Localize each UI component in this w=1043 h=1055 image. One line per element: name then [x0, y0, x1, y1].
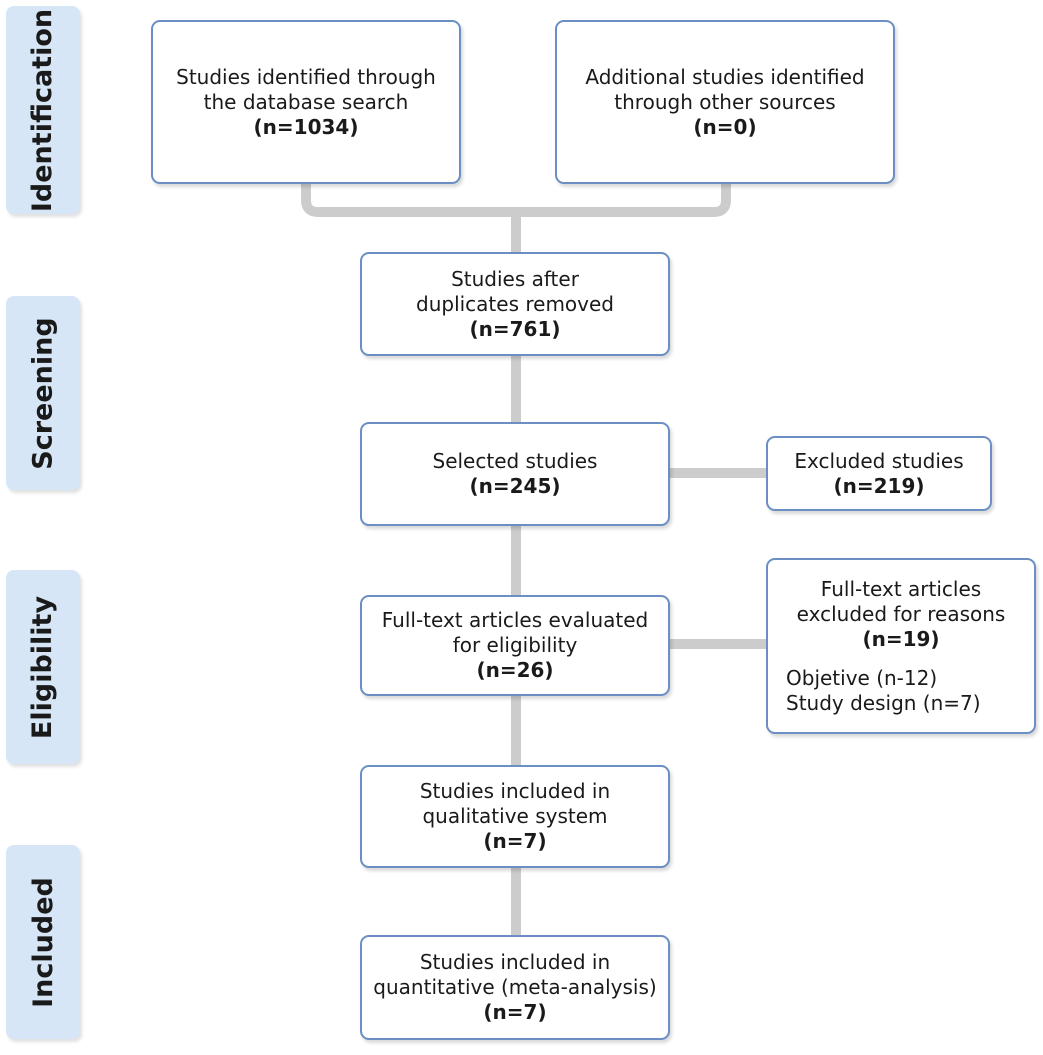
stage-label: Eligibility [27, 595, 59, 739]
box-text: excluded for reasons [796, 601, 1006, 626]
box-count: (n=0) [693, 114, 757, 139]
box-text: Additional studies identified [585, 64, 865, 89]
exclusion-reason: Objetive (n-12) [786, 665, 938, 690]
box-text: qualitative system [422, 804, 608, 828]
box-text: Studies included in [419, 779, 611, 803]
box-count: (n=26) [476, 658, 554, 682]
stage-identification: Identification [6, 6, 80, 214]
merge-connector [301, 180, 731, 217]
box-text: Excluded studies [794, 448, 964, 473]
stage-label: Included [27, 876, 59, 1008]
box-count: (n=7) [483, 829, 547, 853]
box-count: (n=219) [833, 473, 925, 498]
box-other-sources: Additional studies identified through ot… [555, 20, 895, 184]
stage-screening: Screening [6, 296, 80, 490]
stage-label: Screening [27, 316, 59, 470]
box-text: Full-text articles evaluated [381, 608, 649, 632]
box-text: quantitative (meta-analysis) [373, 975, 657, 999]
box-text: Studies included in [419, 950, 611, 974]
box-text: Full-text articles [820, 576, 982, 601]
box-count: (n=7) [483, 1000, 547, 1024]
box-text: duplicates removed [416, 291, 614, 316]
box-after-duplicates: Studies after duplicates removed (n=761) [360, 252, 670, 356]
box-qualitative: Studies included in qualitative system (… [360, 765, 670, 868]
exclusion-reason: Study design (n=7) [786, 690, 981, 715]
box-database-search: Studies identified through the database … [151, 20, 461, 184]
box-text: Selected studies [432, 449, 598, 473]
box-full-text: Full-text articles evaluated for eligibi… [360, 595, 670, 696]
box-text: Studies identified through [176, 64, 436, 89]
box-count: (n=245) [469, 474, 561, 498]
box-text: for eligibility [452, 633, 578, 657]
box-full-text-excluded: Full-text articles excluded for reasons … [766, 558, 1036, 734]
box-text: the database search [203, 89, 409, 114]
stage-included: Included [6, 845, 80, 1039]
box-quantitative: Studies included in quantitative (meta-a… [360, 935, 670, 1040]
box-text: Studies after [451, 266, 579, 291]
box-excluded-studies: Excluded studies (n=219) [766, 436, 992, 511]
box-count: (n=19) [862, 626, 940, 651]
box-selected-studies: Selected studies (n=245) [360, 422, 670, 526]
box-count: (n=1034) [253, 114, 359, 139]
box-text: through other sources [614, 89, 836, 114]
exclusion-reasons: Objetive (n-12) Study design (n=7) [768, 666, 981, 716]
box-count: (n=761) [469, 316, 561, 341]
stage-eligibility: Eligibility [6, 570, 80, 764]
stage-label: Identification [27, 8, 59, 212]
